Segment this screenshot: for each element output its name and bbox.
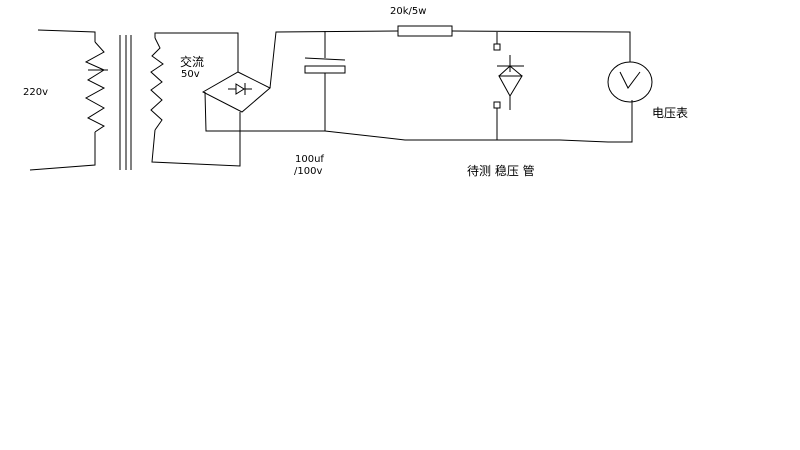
voltmeter-icon [607,61,653,103]
ac-label: 交流 [180,54,204,69]
voltmeter-label: 电压表 [652,106,688,120]
zener-diode-icon [493,43,524,110]
resistor-icon [397,25,453,37]
zener-under-test-label: 待测 稳压 管 [467,163,535,178]
secondary-wiring [151,32,241,167]
resistor-label: 20k/5w [390,6,426,17]
bridge-rectifier-icon [201,71,271,113]
capacitor-rating-label: /100v [294,166,322,177]
capacitor-icon [304,31,346,131]
mains-voltage-label: 220v [23,87,48,98]
primary-wiring [29,29,96,171]
transformer-icon [84,35,164,170]
capacitor-value-label: 100uf [295,154,324,165]
ac-voltage-label: 50v [181,69,200,80]
dc-bus [204,30,633,143]
